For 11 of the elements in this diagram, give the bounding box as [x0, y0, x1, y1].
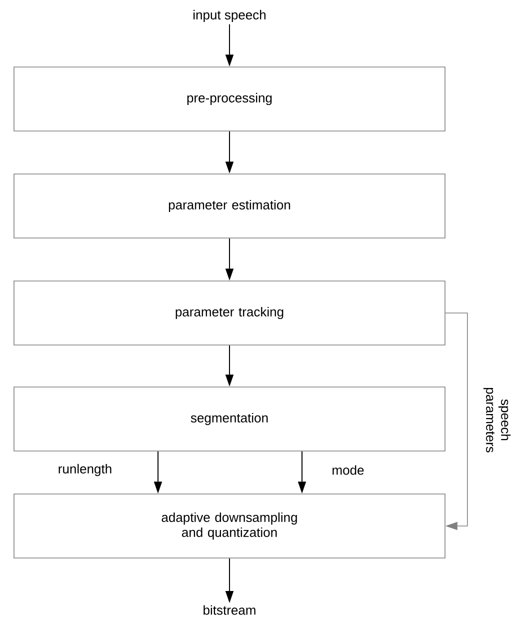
- process-box: pre-processing: [14, 66, 446, 132]
- text-label: input speech: [194, 10, 266, 22]
- process-box: parameter estimation: [14, 174, 446, 238]
- edge-label: runlength: [56, 462, 114, 478]
- process-box: parameter tracking: [14, 280, 446, 346]
- edge-label: speech parameters: [482, 379, 512, 461]
- process-box: adaptive downsampling and quantization: [14, 494, 446, 558]
- edge-label: mode: [330, 464, 366, 476]
- text-label: bitstream: [204, 605, 256, 615]
- process-box: segmentation: [14, 386, 446, 452]
- arrow: [445, 312, 468, 530]
